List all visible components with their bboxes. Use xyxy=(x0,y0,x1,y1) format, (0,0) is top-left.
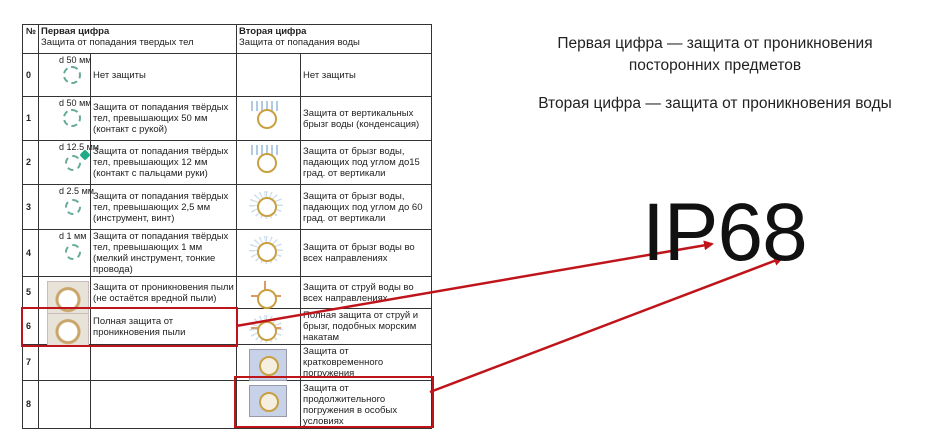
table-row: 4 d 1 мм Защита от попадания твёрдых тел… xyxy=(21,229,433,277)
water-icon-cell xyxy=(236,276,302,309)
first-desc: Защита от попадания твёрдых тел, превыша… xyxy=(90,140,238,185)
row-num: 8 xyxy=(21,380,40,429)
arrow-first-digit xyxy=(235,240,714,328)
water-icon-cell xyxy=(236,344,302,381)
second-desc: Полная защита от струй и брызг, подобных… xyxy=(300,308,433,345)
vertical-drops-icon xyxy=(251,101,282,129)
water-icon-cell xyxy=(236,380,302,429)
first-desc: Защита от попадания твёрдых тел, превыша… xyxy=(90,96,238,141)
table-row: 8 Защита от продолжительного погружения … xyxy=(21,380,433,429)
water-icon-cell xyxy=(236,184,302,230)
size-label: d 2.5 мм xyxy=(59,186,94,196)
table-row: 0 d 50 мм Нет защиты Нет защиты xyxy=(21,53,433,97)
second-desc: Нет защиты xyxy=(300,53,433,97)
first-digit-subtitle: Защита от попадания твердых тел xyxy=(41,37,194,48)
first-digit-title: Первая цифра xyxy=(41,26,110,37)
second-digit-note: Вторая цифра — защита от проникновения в… xyxy=(538,95,892,112)
submersion-icon xyxy=(249,385,288,417)
splash-all-icon xyxy=(249,234,284,264)
table-row: 3 d 2.5 мм Защита от попадания твёрдых т… xyxy=(21,184,433,230)
row-num: 6 xyxy=(21,308,40,345)
dust-tight-icon xyxy=(47,313,90,347)
second-desc: Защита от брызг воды, падающих под углом… xyxy=(300,184,433,230)
table-header-row: № Первая цифра Защита от попадания тверд… xyxy=(21,24,433,54)
arrow-second-digit xyxy=(429,256,784,394)
finger-icon xyxy=(65,155,82,171)
water-icon-cell xyxy=(236,96,302,141)
object-50mm-icon xyxy=(63,66,82,84)
ip-code: IP68 xyxy=(642,187,808,278)
size-label: d 1 мм xyxy=(59,231,87,241)
solid-icon-cell xyxy=(38,308,92,347)
second-desc: Защита от брызг воды во всех направления… xyxy=(300,229,433,277)
solid-icon-cell: d 12.5 мм xyxy=(38,140,99,185)
table-row: 6 Полная защита от проникновения пыли По… xyxy=(21,308,433,347)
water-icon-cell xyxy=(236,53,302,97)
size-label: d 50 мм xyxy=(59,55,92,65)
wire-icon xyxy=(65,244,82,260)
powerful-jets-icon xyxy=(249,313,284,343)
second-digit-title: Вторая цифра xyxy=(239,26,307,37)
tool-icon xyxy=(65,199,82,215)
first-digit-header: Первая цифра Защита от попадания твердых… xyxy=(38,24,238,54)
size-label: d 12.5 мм xyxy=(59,142,99,152)
drops-15deg-icon xyxy=(251,145,282,173)
object-50mm-icon xyxy=(63,109,82,127)
drops-60deg-icon xyxy=(249,189,284,219)
second-desc: Защита от вертикальных брызг воды (конде… xyxy=(300,96,433,141)
size-label: d 50 мм xyxy=(59,98,92,108)
first-desc: Полная защита от проникновения пыли xyxy=(90,308,238,345)
table-row: 2 d 12.5 мм Защита от попадания твёрдых … xyxy=(21,140,433,185)
water-icon-cell xyxy=(236,229,302,277)
water-icon-cell xyxy=(236,308,302,345)
row-num: 0 xyxy=(21,53,40,97)
second-digit-subtitle: Защита от попадания воды xyxy=(239,37,360,48)
first-digit-note: Первая цифра — защита от проникновения п… xyxy=(557,35,873,74)
solid-icon-cell: d 50 мм xyxy=(38,96,92,141)
second-desc: Защита от продолжительного погружения в … xyxy=(300,380,433,429)
first-desc: Защита от попадания твёрдых тел, превыша… xyxy=(90,229,238,277)
ip-rating-table: № Первая цифра Защита от попадания тверд… xyxy=(21,24,433,429)
first-desc xyxy=(90,344,238,381)
table-row: 1 d 50 мм Защита от попадания твёрдых те… xyxy=(21,96,433,141)
first-desc: Нет защиты xyxy=(90,53,238,97)
highlight-immersion-row xyxy=(234,376,434,428)
row-num: 5 xyxy=(21,276,40,309)
first-desc xyxy=(90,380,238,429)
row-num: 3 xyxy=(21,184,40,230)
second-digit-header: Вторая цифра Защита от попадания воды xyxy=(236,24,433,54)
